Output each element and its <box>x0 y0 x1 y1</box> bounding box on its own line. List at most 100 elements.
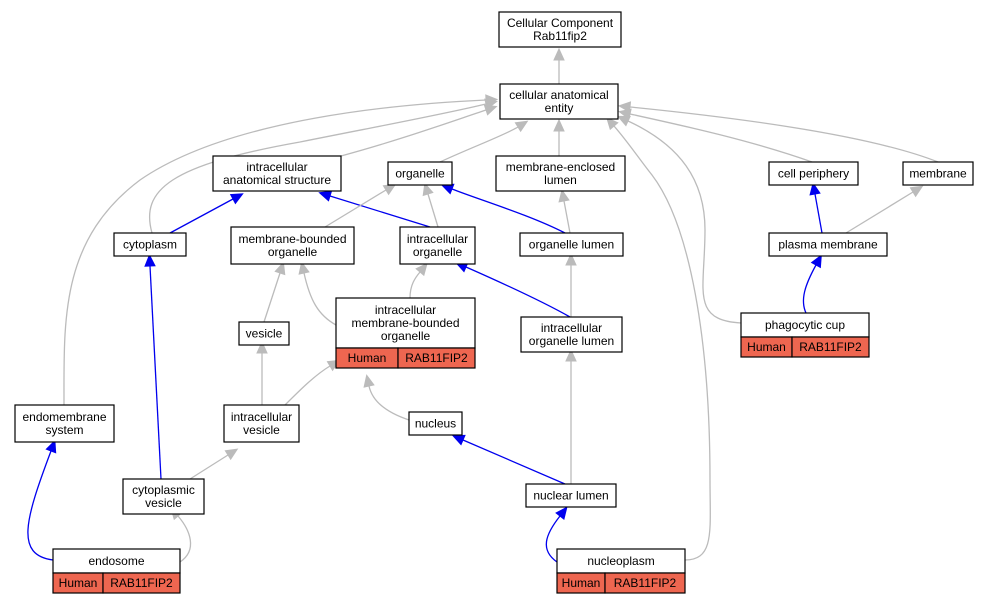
species-label: Human <box>59 576 98 590</box>
edge-arrowhead <box>363 374 375 388</box>
gene-cell <box>397 347 476 369</box>
node-box <box>902 161 974 186</box>
edge-line <box>189 454 229 480</box>
node-label: cell periphery <box>778 167 849 181</box>
species-label: Human <box>348 351 387 365</box>
edge-arrowhead <box>451 434 466 446</box>
edge-line <box>368 385 410 421</box>
edge-arrowhead <box>440 183 455 195</box>
node-label: membrane-bounded <box>351 316 459 330</box>
edge-line <box>340 109 487 157</box>
node-orglumen[interactable]: organelle lumen <box>519 232 624 257</box>
edge-arrowhead <box>617 101 632 113</box>
edge-arrowhead <box>565 252 577 266</box>
edge-orglumen-to-mel <box>558 189 571 234</box>
edge-phago-to-cae <box>616 115 742 324</box>
edge-arrowhead <box>144 253 156 267</box>
node-box <box>499 83 619 120</box>
node-box <box>238 321 290 346</box>
node-label: lumen <box>544 173 577 187</box>
node-pm[interactable]: plasma membrane <box>768 232 888 257</box>
node-box <box>335 297 476 349</box>
node-cellper[interactable]: cell periphery <box>768 161 859 186</box>
node-organelle[interactable]: organelle <box>387 161 453 186</box>
edge-ias-to-cae <box>340 104 498 157</box>
edge-line <box>845 191 914 234</box>
edge-line <box>802 264 817 314</box>
node-label: membrane-enclosed <box>506 160 615 174</box>
node-imbo[interactable]: intracellularmembrane-boundedorganelleHu… <box>335 297 476 369</box>
edge-iol-to-orglumen <box>565 252 577 317</box>
node-label: organelle <box>381 329 431 343</box>
node-label: entity <box>545 101 574 115</box>
node-label: intracellular <box>375 303 436 317</box>
node-label: system <box>45 423 83 437</box>
edge-iv-to-vesicle <box>256 340 268 405</box>
edge-pm-to-membrane <box>845 185 924 234</box>
node-box <box>525 483 617 508</box>
node-cytoplasm[interactable]: cytoplasm <box>113 232 187 257</box>
node-box <box>212 155 342 192</box>
gene-cell <box>102 572 181 594</box>
edge-arrowhead <box>565 348 577 362</box>
edge-arrowhead <box>616 115 631 127</box>
species-label: Human <box>562 576 601 590</box>
edge-arrowhead <box>415 262 428 277</box>
edge-arrowhead <box>274 261 286 276</box>
edge-nucleoplasm-to-cae <box>605 116 711 561</box>
edge-membrane-to-cae <box>617 101 939 163</box>
node-nucleus[interactable]: nucleus <box>408 411 463 436</box>
gene-label: RAB11FIP2 <box>405 351 468 365</box>
edge-nucleus-to-imbo <box>363 374 410 421</box>
node-box <box>230 226 355 265</box>
edges-layer <box>27 47 939 563</box>
edge-arrowhead <box>553 47 565 61</box>
node-label: nucleus <box>415 417 456 431</box>
edge-organelle-to-cae <box>439 120 529 163</box>
node-label: intracellular <box>246 160 307 174</box>
node-label: endosome <box>88 554 144 568</box>
edge-io-to-organelle <box>422 182 439 228</box>
edge-line <box>563 200 571 234</box>
node-label: organelle <box>395 167 445 181</box>
edge-line <box>629 106 939 163</box>
node-box <box>52 548 181 574</box>
gene-label: RAB11FIP2 <box>110 576 173 590</box>
node-box <box>519 232 624 257</box>
edge-line <box>303 272 337 326</box>
edge-arrowhead <box>256 340 268 354</box>
node-label: organelle lumen <box>529 334 614 348</box>
edge-imbo-to-io <box>409 262 428 299</box>
node-box <box>408 411 463 436</box>
gene-label: RAB11FIP2 <box>614 576 677 590</box>
node-vesicle[interactable]: vesicle <box>238 321 290 346</box>
edge-line <box>814 193 823 234</box>
edge-nuclumen-to-nucleus <box>451 434 566 485</box>
node-membrane[interactable]: membrane <box>902 161 974 186</box>
gene-cell <box>604 572 686 594</box>
edge-line <box>627 120 742 324</box>
node-nuclumen[interactable]: nuclear lumen <box>525 483 617 508</box>
edge-arrowhead <box>229 193 244 205</box>
edge-cytves-to-iv <box>189 448 239 480</box>
edge-vesicle-to-mbo <box>263 261 286 323</box>
edge-endomem-to-cae <box>63 94 499 406</box>
edge-nucleoplasm-to-nuclumen <box>545 506 568 563</box>
node-label: membrane <box>909 167 967 181</box>
node-box <box>768 161 859 186</box>
